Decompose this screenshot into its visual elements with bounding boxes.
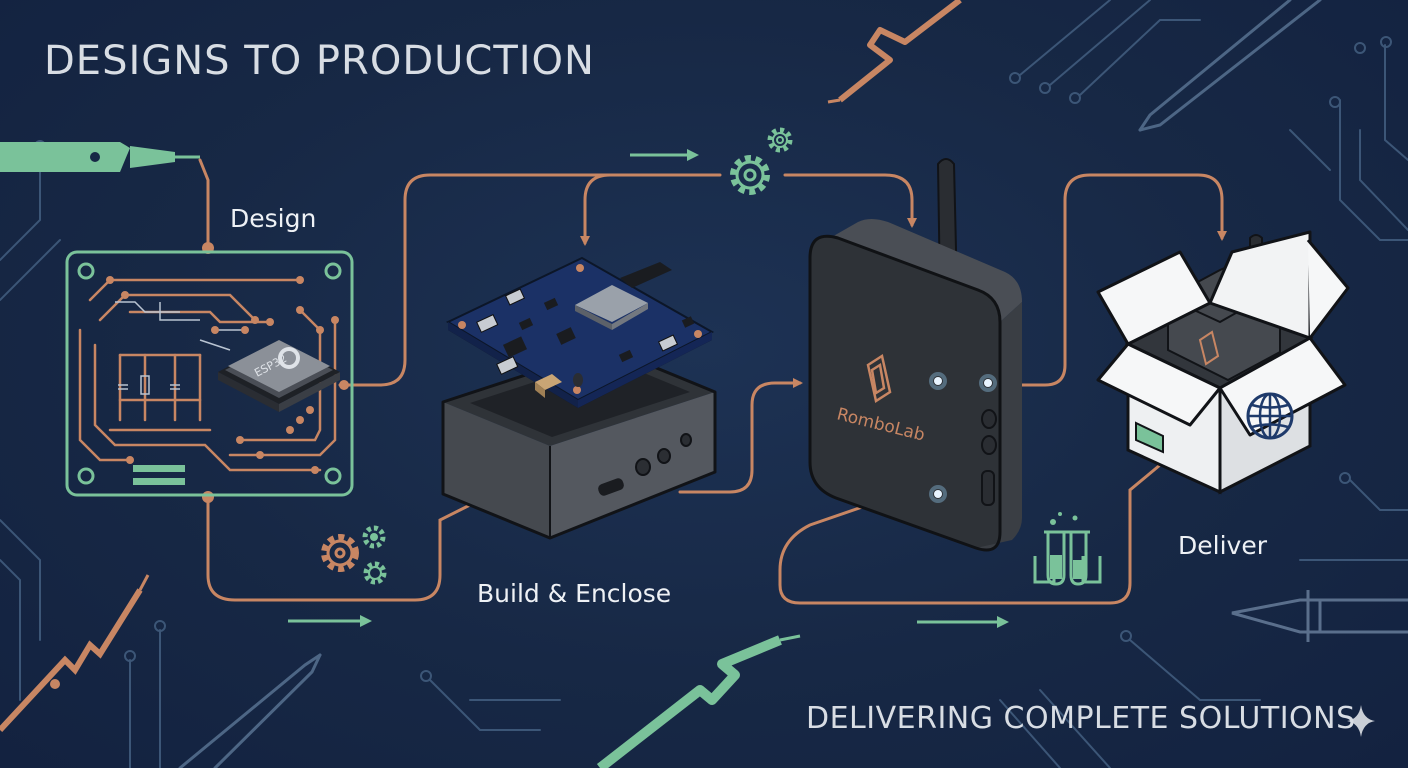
circuit-board-assembly [445, 256, 715, 408]
gear-icon [730, 155, 770, 195]
soldering-iron-top-left [0, 142, 200, 172]
sparkle-icon [1347, 705, 1375, 737]
gear-icon [362, 525, 386, 549]
soldering-iron-top-center [827, 0, 962, 104]
pcb-design-board [65, 250, 354, 497]
stage-label-build: Build & Enclose [477, 579, 672, 608]
test-tubes-icon [1033, 512, 1102, 586]
page-title: DESIGNS TO PRODUCTION [44, 38, 595, 84]
soldering-iron-bottom-left [0, 574, 150, 733]
soldering-iron-bottom-center [596, 634, 801, 768]
direction-arrows [288, 149, 1009, 628]
gear-icon [321, 534, 359, 572]
esp32-chip: ESP32 [218, 340, 340, 412]
soldering-iron-right [1231, 590, 1408, 642]
stage-label-deliver: Deliver [1178, 531, 1267, 560]
tweezers-top-right [1138, 0, 1322, 132]
rombolab-device: RomboLab [808, 219, 1022, 552]
flow-lines [198, 158, 1227, 605]
gear-icon [767, 127, 793, 153]
tweezers-bottom-left [178, 653, 322, 768]
footer-tagline: DELIVERING COMPLETE SOLUTIONS [806, 701, 1356, 736]
gear-icon [363, 561, 387, 585]
stage-label-design: Design [230, 204, 317, 233]
globe-icon [1246, 392, 1294, 440]
delivery-box [1096, 230, 1350, 495]
